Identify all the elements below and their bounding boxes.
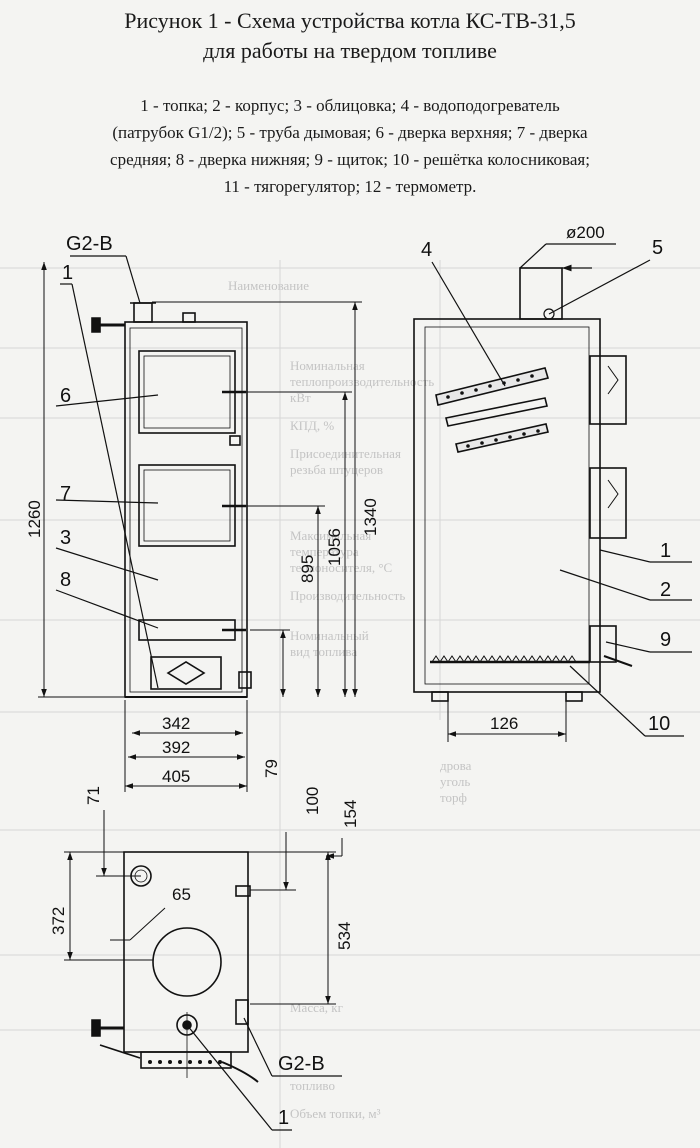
side-view-callouts: ø200 4 5 1 2 9 10 [421,223,692,737]
parts-legend: 1 - топка; 2 - корпус; 3 - облицовка; 4 … [20,92,680,200]
side-view-dimensions: 126 [447,701,567,742]
top-large-opening [152,927,222,997]
lower-door [138,619,236,641]
top-view-dimensions: 71 100 154 372 65 534 [49,786,360,1005]
side-upper-door [589,355,627,425]
boiler-front-inner-outline [129,327,243,693]
callout-7: 7 [60,483,71,505]
callout-1-top: 1 [278,1107,289,1129]
callout-5: 5 [652,237,663,259]
top-view-callouts: G2-B 1 [186,1017,342,1131]
side-middle-door [589,467,627,539]
ghost-text: Наименование [228,278,309,293]
dim-79: 79 [262,759,281,778]
ash-door-diamond [166,661,206,685]
ghost-text: топливо [290,1078,335,1093]
background-show-through-text: Наименование Номинальная теплопроизводит… [0,260,700,1148]
front-view-callouts: G2-B 1 6 7 3 8 [55,233,159,689]
pipe-label-g2b-front: G2-B [66,233,113,255]
callout-6: 6 [60,385,71,407]
callout-1-front: 1 [62,262,73,284]
dim-372: 372 [49,907,68,935]
front-flue-stub [133,302,153,323]
side-grate [430,655,590,664]
figure-title-line-2: для работы на твердом топливе [203,38,497,63]
ghost-text: КПД, % [290,418,334,433]
ghost-text: резьба штуцеров [290,462,383,477]
dim-1340: 1340 [361,498,380,536]
ghost-text: Объем топки, м³ [290,1106,381,1121]
front-view [91,302,252,698]
callout-4: 4 [421,239,432,261]
ghost-text: уголь [440,774,470,789]
side-flue-pipe [519,267,563,320]
legend-line-1: 1 - топка; 2 - корпус; 3 - облицовка; 4 … [140,96,560,115]
front-outlet-stub [238,671,252,689]
ghost-text: Номинальный [290,628,369,643]
callout-3: 3 [60,527,71,549]
ghost-text: температура [290,544,359,559]
dim-65: 65 [172,885,191,904]
callout-9: 9 [660,629,671,651]
flue-diameter-label: ø200 [566,223,605,242]
dim-534: 534 [335,922,354,950]
ghost-text: Масса, кг [290,1000,343,1015]
callout-8: 8 [60,569,71,591]
dim-100: 100 [303,787,322,815]
inlet-pipe-valve [91,317,101,333]
front-thermometer-knob [182,312,196,323]
legend-line-2: (патрубок G1/2); 5 - труба дымовая; 6 - … [112,123,588,142]
water-heater-tubes [435,367,550,453]
dim-342: 342 [162,714,190,733]
ghost-text: вид топлива [290,644,357,659]
dim-126: 126 [490,714,518,733]
callout-10: 10 [648,713,670,735]
legend-line-4: 11 - тягорегулятор; 12 - термометр. [223,177,477,196]
dim-895: 895 [298,555,317,583]
dim-392: 392 [162,738,190,757]
callout-2: 2 [660,579,671,601]
top-regulator-plate [140,1051,232,1069]
figure-title: Рисунок 1 - Схема устройства котла КС-ТВ… [0,6,700,66]
upper-door [138,350,236,434]
boiler-side-body [413,318,601,693]
dim-1056: 1056 [325,528,344,566]
dim-71: 71 [84,786,103,805]
ghost-text: Номинальная [290,358,365,373]
front-view-dimensions: 1260 1340 1056 895 342 392 405 [25,262,380,792]
callout-1-side: 1 [660,540,671,562]
legend-line-3: средняя; 8 - дверка нижняя; 9 - щиток; 1… [110,150,590,169]
ghost-text: кВт [290,390,311,405]
ghost-text: дрова [440,758,472,773]
figure-title-line-1: Рисунок 1 - Схема устройства котла КС-ТВ… [124,8,576,33]
ash-door [150,656,222,690]
pipe-label-g2b-top: G2-B [278,1053,325,1075]
top-outlet-stub [235,999,249,1025]
ghost-text: теплопроизводительность [290,374,434,389]
ghost-text: Максимальная [290,528,371,543]
top-view [91,851,259,1083]
ghost-text: торф [440,790,467,805]
dim-1260: 1260 [25,500,44,538]
dim-405: 405 [162,767,190,786]
ghost-text: Производительность [290,588,405,603]
dim-154: 154 [341,800,360,828]
middle-door [138,464,236,547]
side-view [413,267,633,702]
